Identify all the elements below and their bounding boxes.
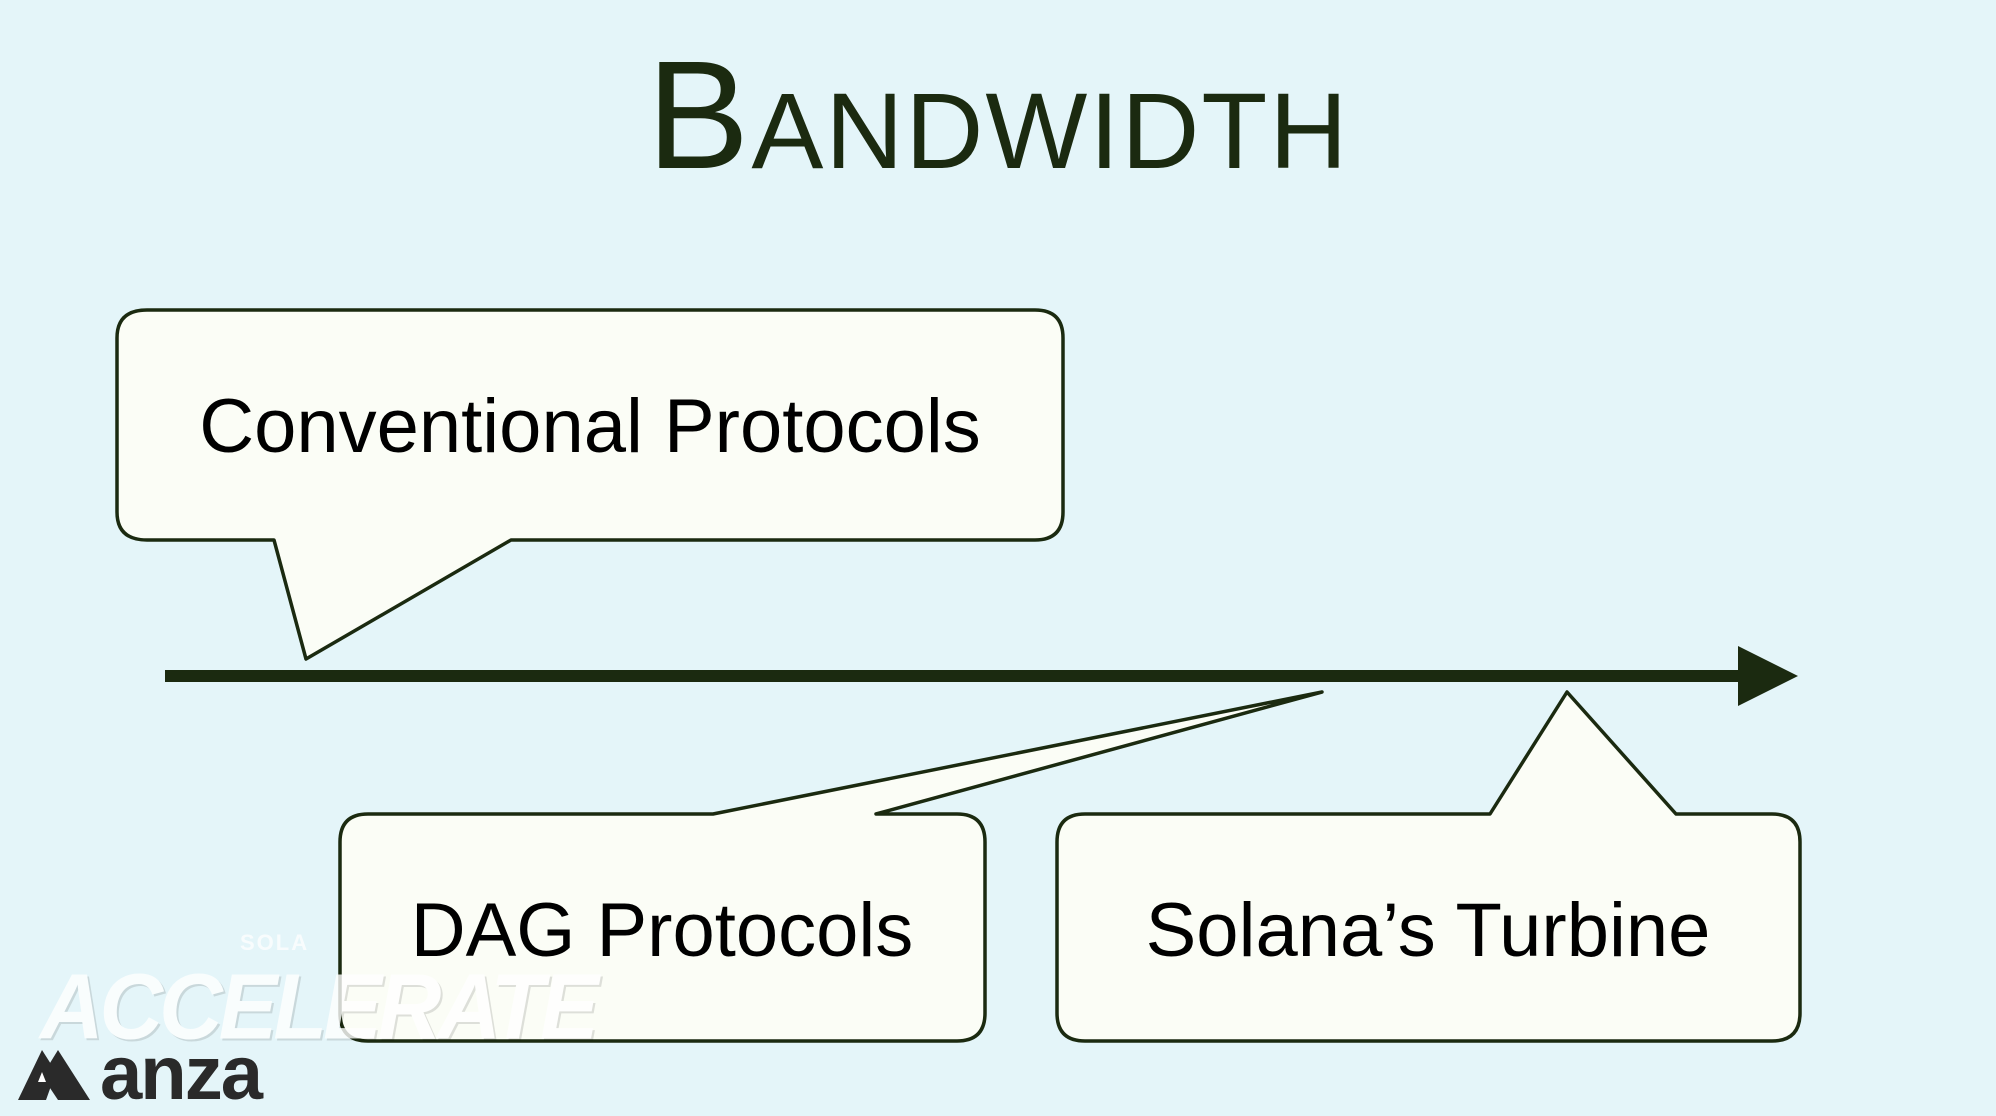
bubble-turbine-label: Solana’s Turbine <box>1146 888 1711 973</box>
bubble-dag-label: DAG Protocols <box>411 888 914 973</box>
accelerate-watermark-text: ACCELERATE <box>40 954 599 1059</box>
solana-watermark-text: SOLA <box>240 930 310 955</box>
anza-logo-icon <box>18 1050 90 1100</box>
bubble-dag <box>338 690 1324 1043</box>
bubble-conventional-label: Conventional Protocols <box>199 384 981 469</box>
bandwidth-axis-arrowhead <box>1738 646 1798 706</box>
anza-brand-text: anza <box>100 1031 263 1116</box>
slide-title: Bandwidth <box>646 29 1350 201</box>
bubble-turbine <box>1055 690 1802 1043</box>
bubble-conventional <box>115 308 1065 661</box>
event-watermark: SOLA ACCELERATE anza <box>10 930 599 1116</box>
